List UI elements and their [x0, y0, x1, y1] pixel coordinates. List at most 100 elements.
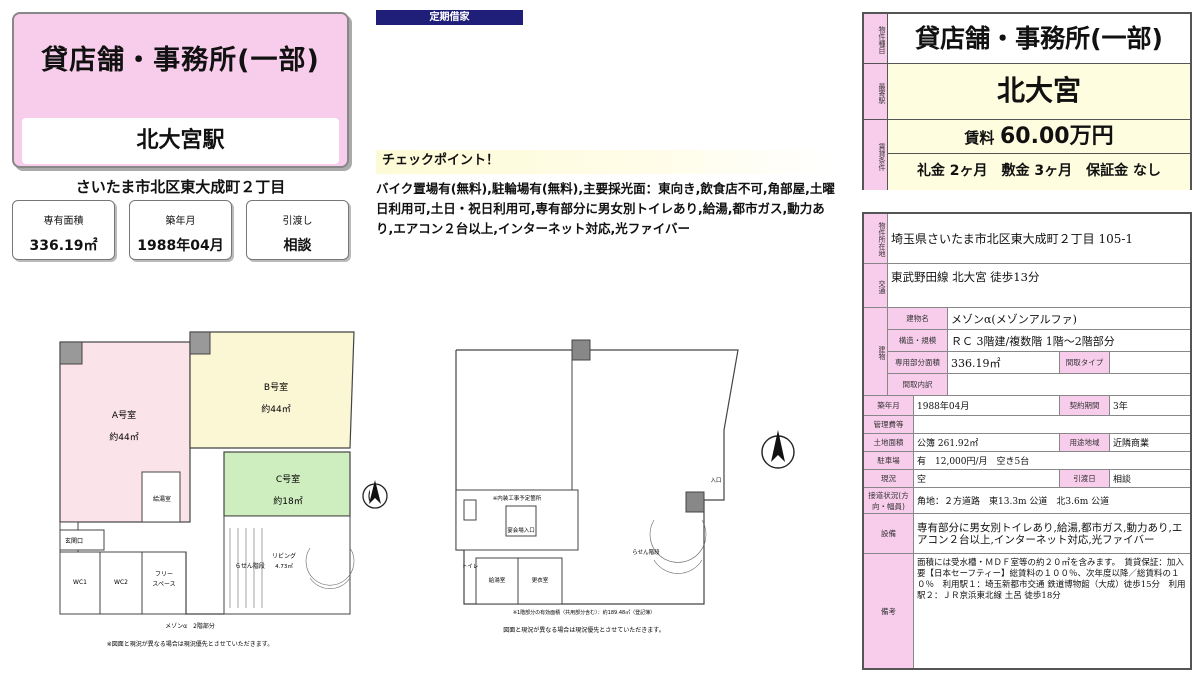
plan1-caption: メゾンα 2階部分 — [165, 622, 215, 630]
wc1-label: WC1 — [73, 579, 87, 586]
stairs-label: らせん階段 — [632, 548, 660, 556]
detail-row-parking: 駐車場 有 12,000円/月 空き5台 — [864, 452, 1190, 470]
parking-label: 駐車場 — [864, 452, 914, 469]
spec-area: 専有面積 336.19㎡ — [12, 200, 115, 260]
road-label: 接道状況(方向・幅員) — [864, 488, 914, 513]
entrance-label: 玄関口 — [65, 537, 83, 545]
floor-plan-1f: ※内装工事予定箇所 宴会場入口 トイレ 給湯室 更衣室 らせん階段 入口 ※1階… — [455, 339, 739, 634]
lease-type-tag: 定期借家 — [376, 10, 523, 25]
area-row: 専用部分面積 336.19㎡ 間取タイプ — [888, 352, 1190, 374]
title-card: 貸店舗・事務所(一部) 北大宮駅 — [12, 12, 349, 168]
detail-row-land: 土地面積 公簿 261.92㎡ 用途地域 近隣商業 — [864, 434, 1190, 452]
room-b-label: B号室 — [264, 381, 288, 393]
station-name: 北大宮駅 — [22, 118, 339, 164]
office-label: ※内装工事予定箇所 — [493, 494, 542, 502]
summary-station-row: 最寄駅 北大宮 — [864, 64, 1190, 120]
status-label: 現況 — [864, 470, 914, 487]
room-a-area: 約44㎡ — [109, 431, 138, 443]
summary-terms-body: 賃料 60.00万円 礼金 2ヶ月 敷金 3ヶ月 保証金 なし — [888, 120, 1190, 190]
summary-type-value: 貸店舗・事務所(一部) — [915, 24, 1163, 53]
free-space-label: フリー — [155, 571, 173, 578]
living-area: 4.73㎡ — [275, 562, 293, 570]
spec-built: 築年月 1988年04月 — [129, 200, 232, 260]
spec-value: 1988年04月 — [137, 238, 224, 254]
kyutou-label: 給湯室 — [153, 495, 171, 503]
summary-terms-row: 賃貸条件 賃料 60.00万円 礼金 2ヶ月 敷金 3ヶ月 保証金 なし — [864, 120, 1190, 190]
spec-label: 築年月 — [165, 216, 196, 227]
living-label: リビング — [272, 552, 296, 560]
parking-value: 有 12,000円/月 空き5台 — [917, 457, 1030, 467]
equip-value: 専有部分に男女別トイレあり,給湯,都市ガス,動力あり,エアコン２台以上,インター… — [917, 521, 1183, 546]
plan2-note: 図面と現況が異なる場合は現況優先とさせていただきます。 — [503, 626, 664, 634]
storage-label: 更衣室 — [532, 576, 549, 584]
detail-row-mgmt: 管理費等 — [864, 416, 1190, 434]
kyutou-label: 給湯室 — [489, 576, 506, 584]
land-value: 公簿 261.92㎡ — [914, 434, 1060, 451]
bname-label: 建物名 — [888, 308, 948, 329]
term-value: 3年 — [1113, 402, 1128, 412]
checkpoint-text: バイク置場有(無料),駐輪場有(無料),主要採光面：東向き,飲食店不可,角部屋,… — [376, 181, 835, 236]
summary-type-label: 物件種目 — [864, 14, 888, 63]
deposits-line: 礼金 2ヶ月 敷金 3ヶ月 保証金 なし — [916, 163, 1162, 179]
property-type-title: 貸店舗・事務所(一部) — [41, 45, 320, 76]
structure-row: 構造・規模 ＲＣ 3階建/複数階 1階〜2階部分 — [888, 330, 1190, 352]
detail-label: 物件所在地 — [864, 214, 888, 263]
status-value: 空 — [914, 470, 1060, 487]
checkpoint-heading: チェックポイント！ — [376, 150, 834, 174]
area-value: 336.19㎡ — [948, 352, 1060, 373]
handover-value: 相談 — [1113, 475, 1132, 485]
road-value: 角地：２方道路 東13.3m 公道 北3.6m 公道 — [917, 497, 1110, 507]
detail-table: 物件所在地 埼玉県さいたま市北区東大成町２丁目 105-1 交通 東武野田線 北… — [862, 212, 1192, 670]
summary-terms-label: 賃貸条件 — [864, 120, 888, 190]
address-line: さいたま市北区東大成町２丁目 — [75, 178, 286, 196]
mgmt-label: 管理費等 — [864, 416, 914, 433]
free-space-label: スペース — [152, 581, 175, 588]
room-b-area: 約44㎡ — [261, 403, 290, 415]
detail-label: 交通 — [864, 264, 888, 307]
detail-row-road: 接道状況(方向・幅員) 角地：２方道路 東13.3m 公道 北3.6m 公道 — [864, 488, 1190, 514]
plan1-note: ※図面と現況が異なる場合は現況優先とさせていただきます。 — [107, 640, 273, 648]
spec-value: 336.19㎡ — [29, 238, 98, 254]
stairs-label: らせん階段 — [235, 562, 265, 570]
room-c-label: C号室 — [276, 473, 300, 485]
bname-row: 建物名 メゾンα(メゾンアルファ) — [888, 308, 1190, 330]
transport-value: 東武野田線 北大宮 徒歩13分 — [891, 270, 1040, 284]
detail-row-equip: 設備 専有部分に男女別トイレあり,給湯,都市ガス,動力あり,エアコン２台以上,イ… — [864, 514, 1190, 554]
spec-value: 相談 — [283, 238, 312, 254]
wc2-label: WC2 — [114, 579, 128, 586]
detail-row-location: 物件所在地 埼玉県さいたま市北区東大成町２丁目 105-1 — [864, 214, 1190, 264]
compass-icon — [761, 430, 795, 469]
compass-icon — [368, 489, 370, 503]
entrance-label: 入口 — [710, 477, 721, 484]
compass-icon — [362, 480, 388, 509]
room-a-label: A号室 — [112, 409, 136, 421]
spec-handover: 引渡し 相談 — [246, 200, 349, 260]
location-value: 埼玉県さいたま市北区東大成町２丁目 105-1 — [891, 232, 1134, 246]
partition-label: 宴会場入口 — [507, 526, 535, 534]
handover-label: 引渡日 — [1060, 470, 1110, 487]
built-value: 1988年04月 — [914, 396, 1060, 415]
structure-label: 構造・規模 — [888, 330, 948, 351]
room-c-area: 約18㎡ — [273, 495, 302, 507]
equip-label: 設備 — [864, 514, 914, 553]
layout-row: 間取内訳 — [888, 374, 1190, 395]
summary-box: 物件種目 貸店舗・事務所(一部) 最寄駅 北大宮 賃貸条件 賃料 60.00万円… — [862, 12, 1192, 190]
detail-row-remarks: 備考 面積には受水槽・ＭＤＦ室等の約２０㎡を含みます。 賃貸保証：加入要【日本セ… — [864, 554, 1190, 668]
rent-label: 賃料 — [964, 129, 995, 147]
term-label: 契約期間 — [1060, 396, 1110, 415]
detail-label: 建物 — [864, 308, 888, 395]
toilet-label: トイレ — [462, 564, 479, 570]
detail-row-building: 建物 建物名 メゾンα(メゾンアルファ) 構造・規模 ＲＣ 3階建/複数階 1階… — [864, 308, 1190, 396]
detail-row-built: 築年月 1988年04月 契約期間 3年 — [864, 396, 1190, 416]
layout-type-label: 間取タイプ — [1060, 352, 1110, 373]
spec-label: 専有面積 — [43, 216, 84, 227]
rent-line: 賃料 60.00万円 — [888, 120, 1190, 154]
land-label: 土地面積 — [864, 434, 914, 451]
remarks-value: 面積には受水槽・ＭＤＦ室等の約２０㎡を含みます。 賃貸保証：加入要【日本セーフテ… — [917, 558, 1186, 601]
detail-row-transport: 交通 東武野田線 北大宮 徒歩13分 — [864, 264, 1190, 308]
spec-label: 引渡し — [282, 216, 313, 227]
summary-station-value: 北大宮 — [996, 74, 1081, 107]
area-label: 専用部分面積 — [888, 352, 948, 373]
zoning-label: 用途地域 — [1060, 434, 1110, 451]
built-label: 築年月 — [864, 396, 914, 415]
